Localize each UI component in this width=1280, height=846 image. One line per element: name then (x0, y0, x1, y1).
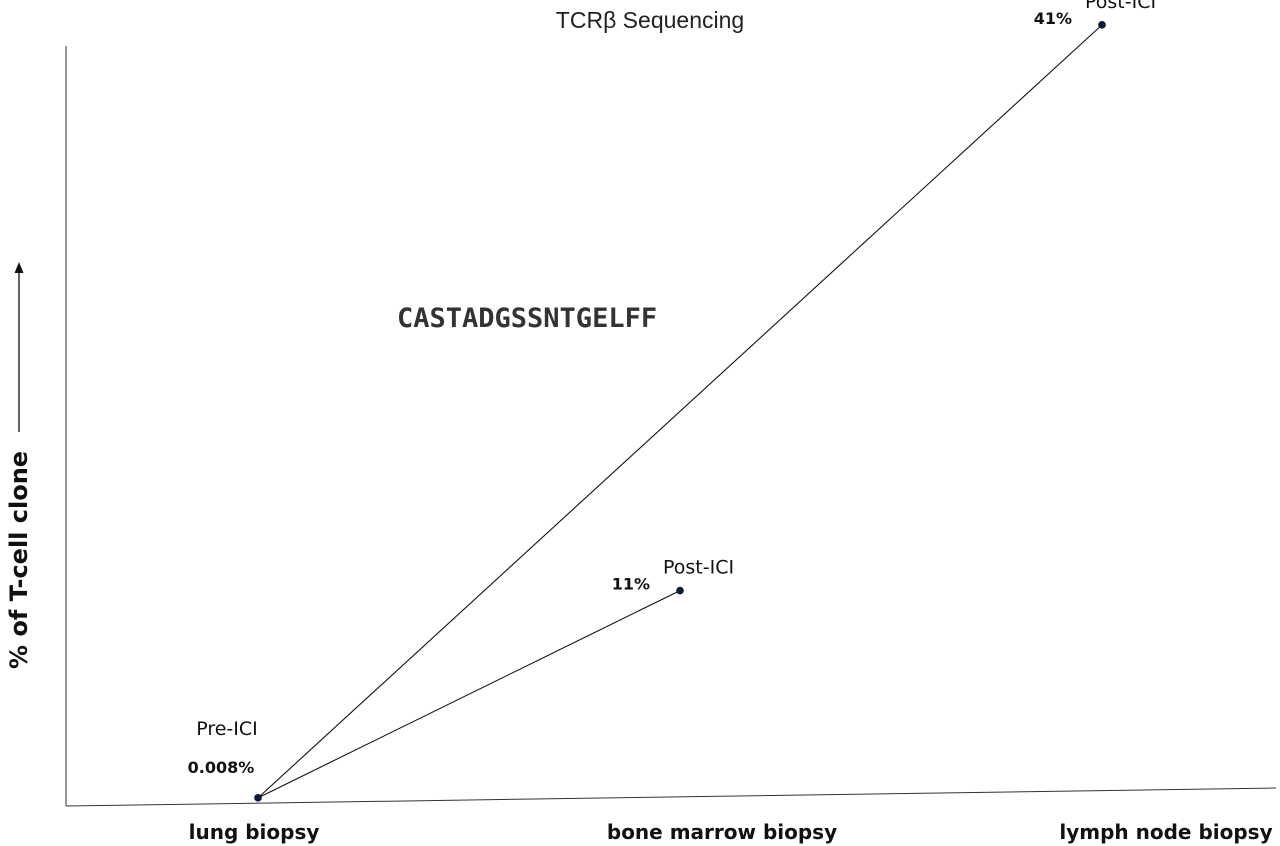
point-label-1: Pre-ICI (196, 718, 258, 740)
point-value-label-2: 11% (612, 575, 650, 594)
series-line-2 (257, 24, 1103, 799)
y-axis-label-group: % of T-cell clone (5, 451, 33, 669)
series-line-1 (257, 590, 681, 799)
data-point-1 (254, 794, 262, 802)
point-value-label-1: 0.008% (188, 758, 255, 777)
point-label-3: Post-ICI (1085, 0, 1156, 13)
sequence-annotation: CASTADGSSNTGELFF (397, 303, 657, 334)
chart-title: TCRβ Sequencing (556, 7, 744, 33)
x-axis (65, 787, 1277, 807)
series-layer (257, 24, 1103, 799)
y-axis-arrowhead (14, 262, 24, 273)
points-layer: Pre-ICI 0.008% Post-ICI 11% Post-ICI 41% (188, 0, 1156, 802)
x-tick-label-1: lung biopsy (189, 820, 320, 844)
y-axis-label: % of T-cell clone (5, 451, 33, 669)
point-value-label-3: 41% (1034, 9, 1072, 28)
x-tick-layer: lung biopsy bone marrow biopsy lymph node … (189, 820, 1273, 844)
data-point-2 (676, 586, 684, 595)
x-tick-label-3: lymph node biopsy (1059, 820, 1272, 844)
data-point-3 (1098, 21, 1106, 29)
point-label-2: Post-ICI (663, 557, 734, 579)
x-tick-label-2: bone marrow biopsy (607, 820, 837, 844)
